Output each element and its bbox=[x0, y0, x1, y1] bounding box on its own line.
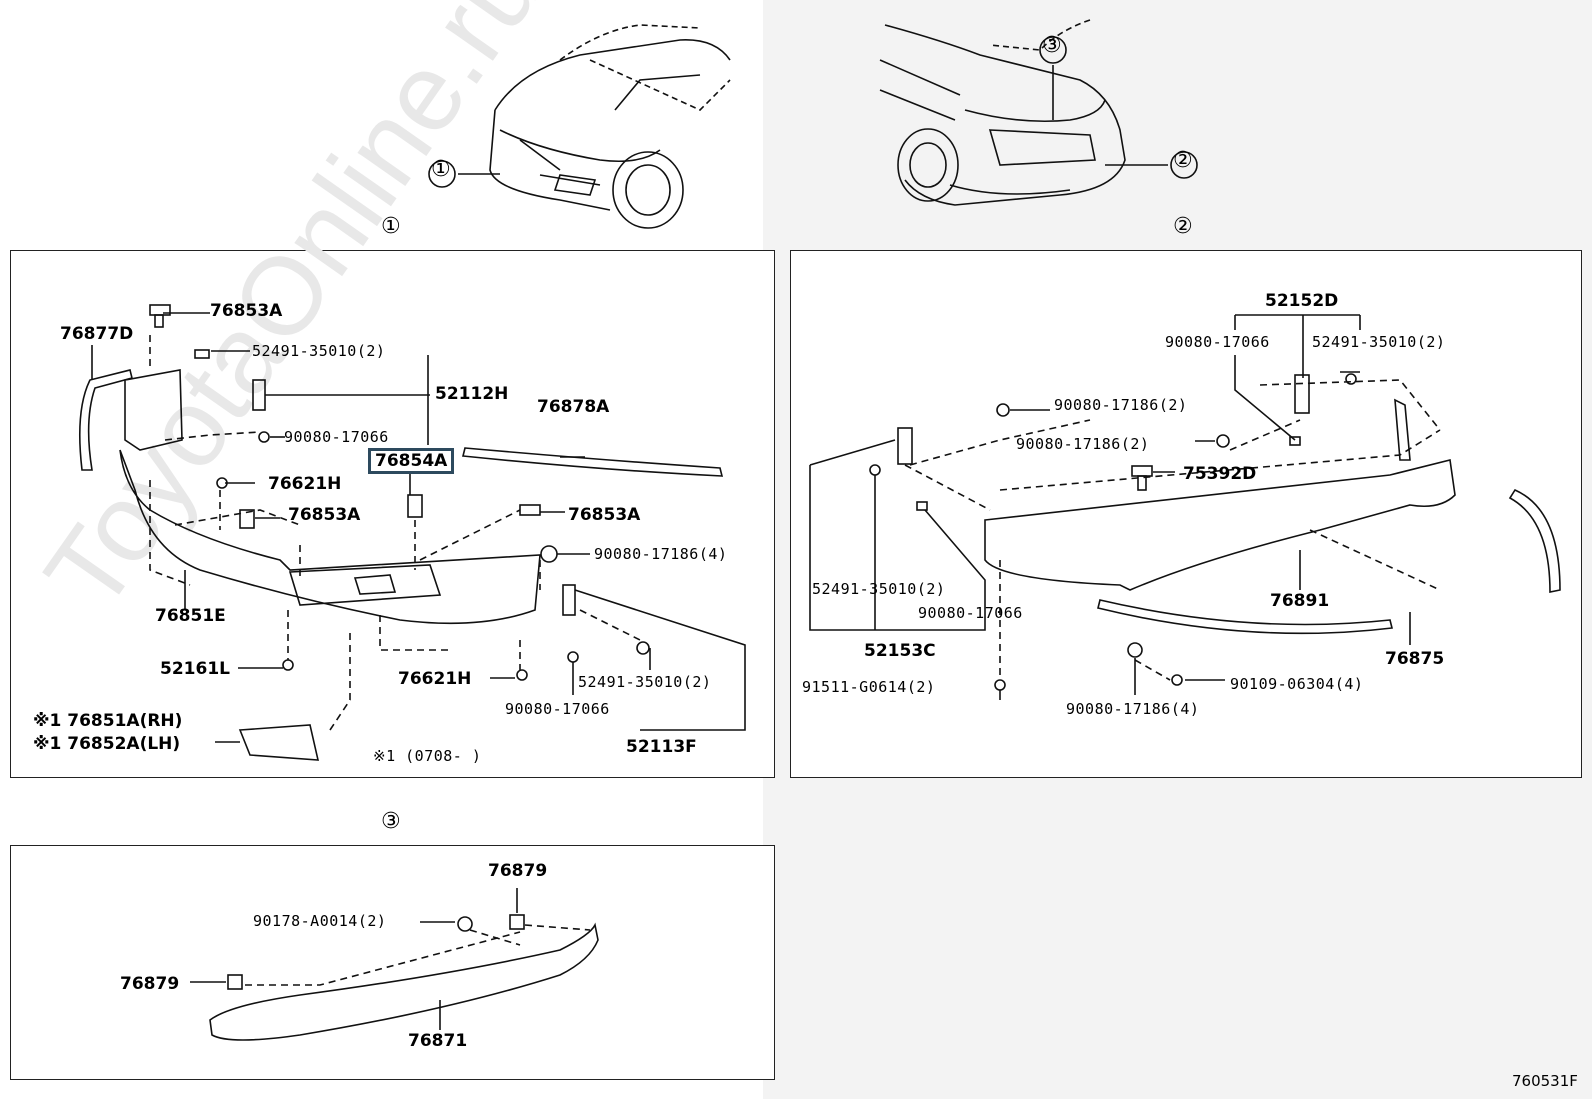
part-label-76875[interactable]: 76875 bbox=[1385, 649, 1445, 669]
part-label-76878A[interactable]: 76878A bbox=[537, 397, 610, 417]
rear-car-sketch bbox=[879, 19, 1126, 206]
part-label-76879-a[interactable]: 76879 bbox=[488, 861, 548, 881]
part-label-75392D[interactable]: 75392D bbox=[1183, 464, 1257, 484]
diagram-code: 760531F bbox=[1512, 1072, 1578, 1090]
part-label-52491-35010-b[interactable]: 52491-35010(2) bbox=[578, 673, 712, 691]
part-label-76621H-a[interactable]: 76621H bbox=[268, 474, 342, 494]
part-label-90080-17186-4b[interactable]: 90080-17186(4) bbox=[1066, 700, 1200, 718]
section-2-parts bbox=[809, 314, 1561, 700]
part-label-52491-35010-c[interactable]: 52491-35010(2) bbox=[1312, 333, 1446, 351]
part-label-52152D[interactable]: 52152D bbox=[1265, 291, 1339, 311]
part-label-52113F[interactable]: 52113F bbox=[626, 737, 697, 757]
part-label-76879-b[interactable]: 76879 bbox=[120, 974, 180, 994]
front-car-sketch bbox=[489, 24, 731, 229]
part-label-52112H[interactable]: 52112H bbox=[435, 384, 509, 404]
callout-3-rear: ③ bbox=[1042, 33, 1062, 58]
part-label-76853A-top[interactable]: 76853A bbox=[210, 301, 283, 321]
part-label-90080-17186-2a[interactable]: 90080-17186(2) bbox=[1054, 396, 1188, 414]
section-3-parts bbox=[190, 888, 599, 1041]
part-label-52161L[interactable]: 52161L bbox=[160, 659, 230, 679]
section-1-frame bbox=[10, 250, 775, 778]
section-3-frame bbox=[10, 845, 775, 1080]
section-2-frame bbox=[790, 250, 1582, 778]
part-label-76891[interactable]: 76891 bbox=[1270, 591, 1330, 611]
part-label-90080-17066-d[interactable]: 90080-17066 bbox=[918, 604, 1023, 622]
part-label-90109-06304[interactable]: 90109-06304(4) bbox=[1230, 675, 1364, 693]
part-label-76851E[interactable]: 76851E bbox=[155, 606, 226, 626]
part-label-90080-17186-2b[interactable]: 90080-17186(2) bbox=[1016, 435, 1150, 453]
part-label-52491-35010-a[interactable]: 52491-35010(2) bbox=[252, 342, 386, 360]
part-label-90080-17066-b[interactable]: 90080-17066 bbox=[505, 700, 610, 718]
section-1-parts bbox=[78, 304, 746, 761]
part-label-90080-17066-c[interactable]: 90080-17066 bbox=[1165, 333, 1270, 351]
part-label-76851A[interactable]: ※1 76851A(RH) bbox=[33, 711, 183, 731]
part-label-52153C[interactable]: 52153C bbox=[864, 641, 936, 661]
part-label-76871[interactable]: 76871 bbox=[408, 1031, 468, 1051]
part-label-76853A-right[interactable]: 76853A bbox=[568, 505, 641, 525]
section-1-title: ① bbox=[381, 214, 401, 239]
part-label-90178-A0014[interactable]: 90178-A0014(2) bbox=[253, 912, 387, 930]
footnote-0708: ※1 (0708- ) bbox=[373, 747, 482, 765]
part-label-76877D[interactable]: 76877D bbox=[60, 324, 134, 344]
part-label-90080-17186-4[interactable]: 90080-17186(4) bbox=[594, 545, 728, 563]
section-3-title: ③ bbox=[381, 809, 401, 834]
part-label-76853A-mid[interactable]: 76853A bbox=[288, 505, 361, 525]
part-label-76621H-b[interactable]: 76621H bbox=[398, 669, 472, 689]
part-label-91511-G0614[interactable]: 91511-G0614(2) bbox=[802, 678, 936, 696]
section-2-title: ② bbox=[1173, 214, 1193, 239]
callout-1-front: ① bbox=[431, 157, 451, 182]
part-label-90080-17066-a[interactable]: 90080-17066 bbox=[284, 428, 389, 446]
part-label-76854A[interactable]: 76854A bbox=[368, 448, 455, 474]
callout-2-rear: ② bbox=[1173, 148, 1193, 173]
part-label-52491-35010-d[interactable]: 52491-35010(2) bbox=[812, 580, 946, 598]
part-label-76852A[interactable]: ※1 76852A(LH) bbox=[33, 734, 181, 754]
